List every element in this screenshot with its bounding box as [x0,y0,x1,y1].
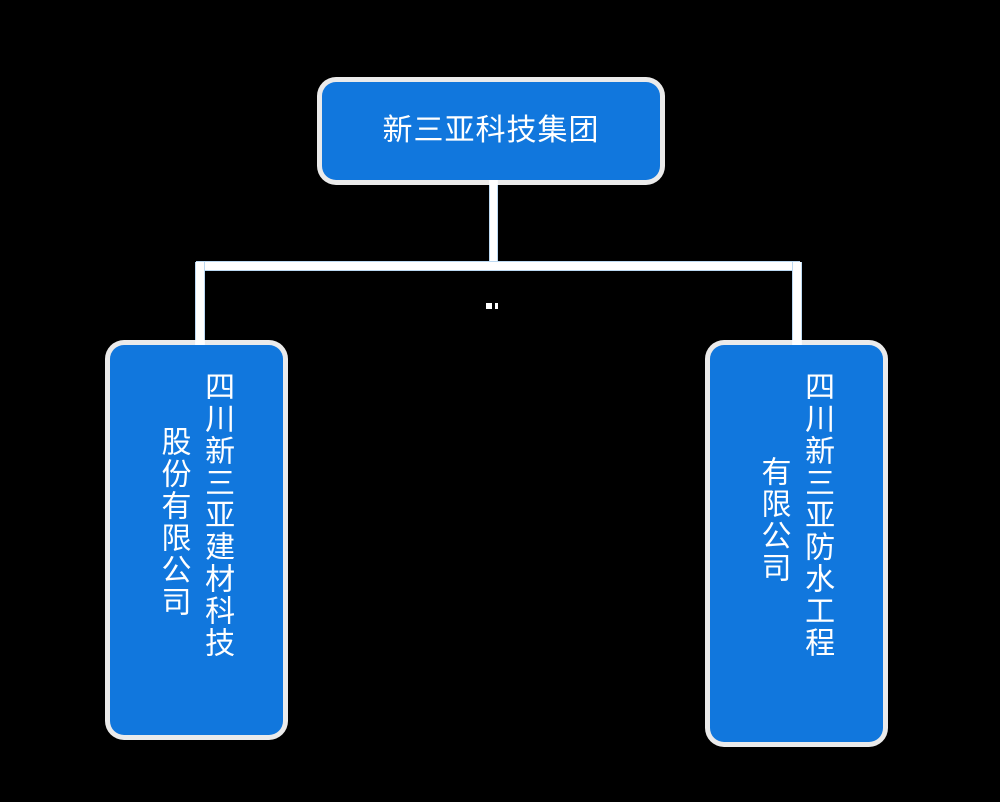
node-root-label: 新三亚科技集团 [382,113,600,148]
node-child-right[interactable]: 四川新三亚防水工程 有限公司 [710,345,883,742]
render-artifact-dot-left [486,303,492,309]
node-child-left-column-1: 四川新三亚建材科技 [199,371,235,659]
node-child-left-text: 四川新三亚建材科技 股份有限公司 [110,345,283,735]
node-child-left[interactable]: 四川新三亚建材科技 股份有限公司 [110,345,283,735]
node-child-right-column-1: 四川新三亚防水工程 [799,371,835,659]
node-child-right-column-2: 有限公司 [755,456,791,584]
node-child-right-text: 四川新三亚防水工程 有限公司 [710,345,883,742]
connector-root-down [490,178,497,266]
connector-right-down [793,262,801,348]
connector-left-down [196,262,204,348]
connector-horizontal-bus [196,262,800,270]
node-child-left-column-2: 股份有限公司 [155,426,191,618]
node-root[interactable]: 新三亚科技集团 [322,82,660,180]
render-artifact-dot-right [495,303,498,309]
